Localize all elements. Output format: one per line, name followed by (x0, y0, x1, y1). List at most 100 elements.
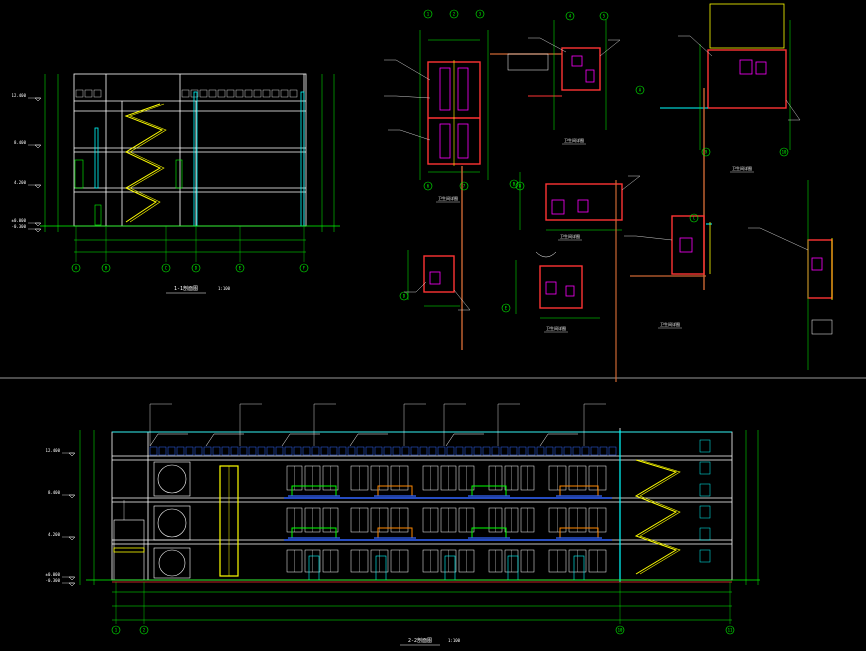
elevation-parapet-window (158, 446, 167, 456)
detail-title-3: 卫生间详图 (560, 233, 580, 239)
elevation-parapet-window (608, 446, 617, 456)
elevation-parapet-window (149, 446, 158, 456)
section-title: 1-1剖面图 (174, 285, 198, 292)
elevation-axis-0-circle (111, 625, 121, 635)
detail-axis-7-label: 8 (519, 184, 522, 189)
elevation-stair-window (699, 549, 711, 563)
elevation-parapet-window (338, 446, 347, 456)
elevation-parapet-window (311, 446, 320, 456)
detail-axis-10-label: A (639, 88, 642, 93)
elevation-parapet-window (572, 446, 581, 456)
elevation-parapet-window (401, 446, 410, 456)
elevation-axis-0-label: 1 (115, 628, 118, 633)
elevation-axis-1-circle (139, 625, 149, 635)
detail-plan-5 (515, 251, 600, 319)
detail-axis-7-circle (515, 181, 525, 191)
elevation-parapet-window (500, 446, 509, 456)
elevation-parapet-window (374, 446, 383, 456)
elevation-parapet-window (356, 446, 365, 456)
detail-axis-4-label: 5 (603, 14, 606, 19)
elevation-parapet-window (473, 446, 482, 456)
elevation-parapet-window (239, 446, 248, 456)
elevation-parapet-window (545, 446, 554, 456)
section-level-2-text: 4.200 (14, 180, 27, 185)
detail-leader (453, 289, 471, 311)
section-parapet-window (289, 89, 298, 98)
detail-axis-12-circle (689, 213, 699, 223)
elevation-axis-2-label: 10 (618, 628, 623, 633)
section-axis-1-circle (101, 263, 111, 273)
detail-axis-9-circle (779, 147, 789, 157)
elevation-parapet-window (437, 446, 446, 456)
elevation-parapet-window (185, 446, 194, 456)
detail-title-0: 卫生间详图 (438, 195, 458, 201)
detail-axis-13-label: D (403, 294, 406, 299)
section-level-1-text: 8.400 (14, 140, 27, 145)
section-stair-flight-2 (129, 103, 167, 223)
elevation-dimension-chains (79, 430, 759, 621)
elevation-roof-truss (149, 433, 188, 447)
section-axis-5-label: F (303, 266, 306, 271)
detail-leader-lines (384, 35, 809, 311)
detail-axis-1-circle (449, 9, 459, 19)
detail-axis-5-label: 6 (427, 184, 430, 189)
section-level-0-text: 12.400 (12, 93, 27, 98)
detail-leader (539, 37, 567, 53)
elevation-parapet-window (248, 446, 257, 456)
detail-axis-3-circle (565, 11, 575, 21)
detail-leader (395, 59, 431, 81)
detail-axis-1-label: 2 (453, 12, 456, 17)
detail-axis-11-label: B (513, 182, 516, 187)
elevation-balconies (284, 485, 612, 541)
elevation-roof-truss (205, 433, 244, 447)
elevation-parapet-window (203, 446, 212, 456)
section-axis-2-label: C (165, 266, 168, 271)
elevation-parapet-window (329, 446, 338, 456)
section-axis-3-circle (191, 263, 201, 273)
detail-axis-6-circle (459, 181, 469, 191)
detail-leader (399, 129, 431, 141)
elevation-parapet-window (419, 446, 428, 456)
detail-axis-8-label: 9 (705, 150, 708, 155)
detail-axis-10-circle (635, 85, 645, 95)
elevation-parapet-windows (149, 433, 617, 456)
section-axis-5-circle (299, 263, 309, 273)
section-parapet-window (235, 89, 244, 98)
elevation-parapet-window (365, 446, 374, 456)
elevation-parapet-window (275, 446, 284, 456)
section-parapet-window (271, 89, 280, 98)
elevation-roof-truss (445, 433, 484, 447)
elevation-stair-window (699, 439, 711, 453)
section-parapet-window (262, 89, 271, 98)
elevation-roof-truss (539, 433, 578, 447)
section-axis-4-label: E (239, 266, 242, 271)
detail-title-2: 卫生间详图 (732, 165, 752, 171)
detail-axis-5-circle (423, 181, 433, 191)
elevation-parapet-window (599, 446, 608, 456)
detail-leader (689, 35, 713, 57)
section-parapet-window (190, 89, 199, 98)
elevation-axis-1-label: 2 (143, 628, 146, 633)
section-parapet-window (93, 89, 102, 98)
elevation-parapet-window (194, 446, 203, 456)
elevation-level-4-text: -0.300 (46, 578, 61, 583)
detail-title-1: 卫生间详图 (564, 137, 584, 143)
detail-title-5: 卫生间详图 (660, 321, 680, 327)
section-parapet-window (181, 89, 190, 98)
elevation-parapet-window (212, 446, 221, 456)
elevation-stair-window (699, 483, 711, 497)
elevation-parapet-window (176, 446, 185, 456)
section-axis-1-label: B (105, 266, 108, 271)
section-parapet-window (75, 89, 84, 98)
elevation-parapet-window (590, 446, 599, 456)
detail-plan-4 (519, 172, 623, 231)
detail-leader (759, 227, 809, 251)
elevation-parapet-window (167, 446, 176, 456)
detail-plan-8 (807, 180, 833, 370)
elevation-parapet-window (464, 446, 473, 456)
